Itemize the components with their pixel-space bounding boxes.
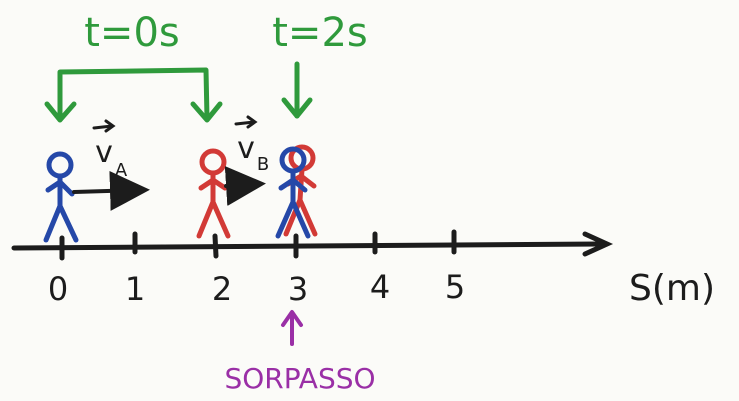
velocity-arrow-a: [72, 170, 150, 211]
velocity-sub-a: A: [115, 160, 128, 181]
person-b-start: [196, 148, 231, 239]
tick-label-4: 4: [370, 268, 390, 306]
tick-label-3: 3: [288, 270, 308, 308]
velocity-arrow-b: [224, 166, 266, 206]
overtake-arrow: [281, 310, 303, 346]
tick-labels: 0 1 2 3 4 5: [48, 268, 465, 308]
time-label-t0: t=0s: [84, 10, 180, 56]
overtake-label: SORPASSO: [224, 362, 375, 395]
t0-bracket: [44, 67, 223, 123]
person-a-overtake: [275, 146, 311, 239]
velocity-letter-b: v: [237, 131, 255, 166]
velocity-letter-a: v: [95, 135, 113, 170]
velocity-label-a: v A: [92, 119, 128, 181]
tick-label-1: 1: [125, 270, 145, 308]
velocity-label-b: v B: [234, 115, 269, 175]
time-label-t2: t=2s: [272, 10, 368, 56]
velocity-sub-b: B: [257, 154, 269, 175]
tick-label-2: 2: [212, 270, 232, 308]
position-axis: [11, 229, 614, 261]
tick-label-0: 0: [48, 270, 68, 308]
t2-arrow: [281, 61, 313, 119]
person-a-start: [43, 151, 79, 243]
tick-label-5: 5: [445, 268, 465, 306]
axis-label: S(m): [629, 268, 715, 309]
